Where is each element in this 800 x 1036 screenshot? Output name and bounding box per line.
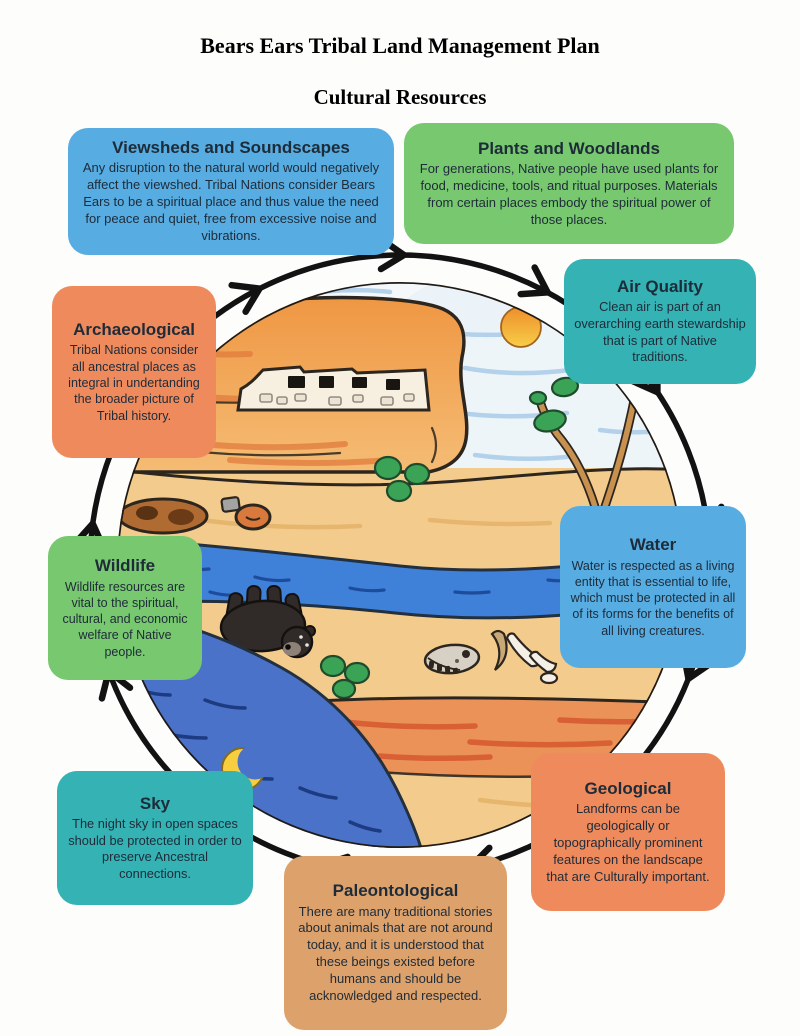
card-title: Viewsheds and Soundscapes: [112, 138, 350, 158]
rocks: [117, 496, 272, 535]
card-body: Water is respected as a living entity th…: [570, 558, 736, 638]
bushes-lower: [319, 654, 371, 700]
card-title: Wildlife: [94, 556, 156, 576]
card-plants-and-woodlands: Plants and Woodlands For generations, Na…: [404, 123, 734, 244]
card-viewsheds-and-soundscapes: Viewsheds and Soundscapes Any disruption…: [68, 128, 394, 255]
card-body: Tribal Nations consider all ancestral pl…: [68, 343, 200, 423]
card-title: Geological: [584, 778, 672, 798]
card-air-quality: Air Quality Clean air is part of an over…: [564, 259, 756, 384]
card-title: Plants and Woodlands: [478, 138, 660, 158]
card-geological: Geological Landforms can be geologically…: [531, 753, 725, 911]
card-body: Any disruption to the natural world woul…: [82, 160, 380, 244]
card-body: Landforms can be geologically or topogra…: [546, 800, 710, 884]
card-sky: Sky The night sky in open spaces should …: [57, 771, 253, 905]
card-title: Sky: [139, 793, 171, 813]
card-paleontological: Paleontological There are many tradition…: [284, 856, 507, 1030]
card-title: Paleontological: [332, 881, 459, 901]
ancestral-cliff-dwelling: [236, 365, 431, 412]
card-body: For generations, Native people have used…: [419, 160, 719, 227]
card-archaeological: Archaeological Tribal Nations consider a…: [52, 286, 216, 458]
page-subtitle: Cultural Resources: [313, 85, 487, 109]
card-title: Water: [629, 535, 677, 555]
page-title: Bears Ears Tribal Land Management Plan: [200, 33, 600, 58]
fossil-bones: [423, 629, 559, 685]
card-wildlife: Wildlife Wildlife resources are vital to…: [48, 536, 202, 680]
card-body: There are many traditional stories about…: [298, 903, 493, 1003]
card-body: Clean air is part of an overarching eart…: [574, 299, 746, 365]
sun: [500, 306, 542, 348]
bushes-upper: [373, 455, 431, 503]
black-bear: [219, 584, 316, 659]
card-title: Archaeological: [73, 319, 195, 339]
card-body: Wildlife resources are vital to the spir…: [62, 579, 188, 659]
card-body: The night sky in open spaces should be p…: [68, 815, 242, 881]
card-title: Air Quality: [617, 277, 703, 297]
card-water: Water Water is respected as a living ent…: [560, 506, 746, 668]
